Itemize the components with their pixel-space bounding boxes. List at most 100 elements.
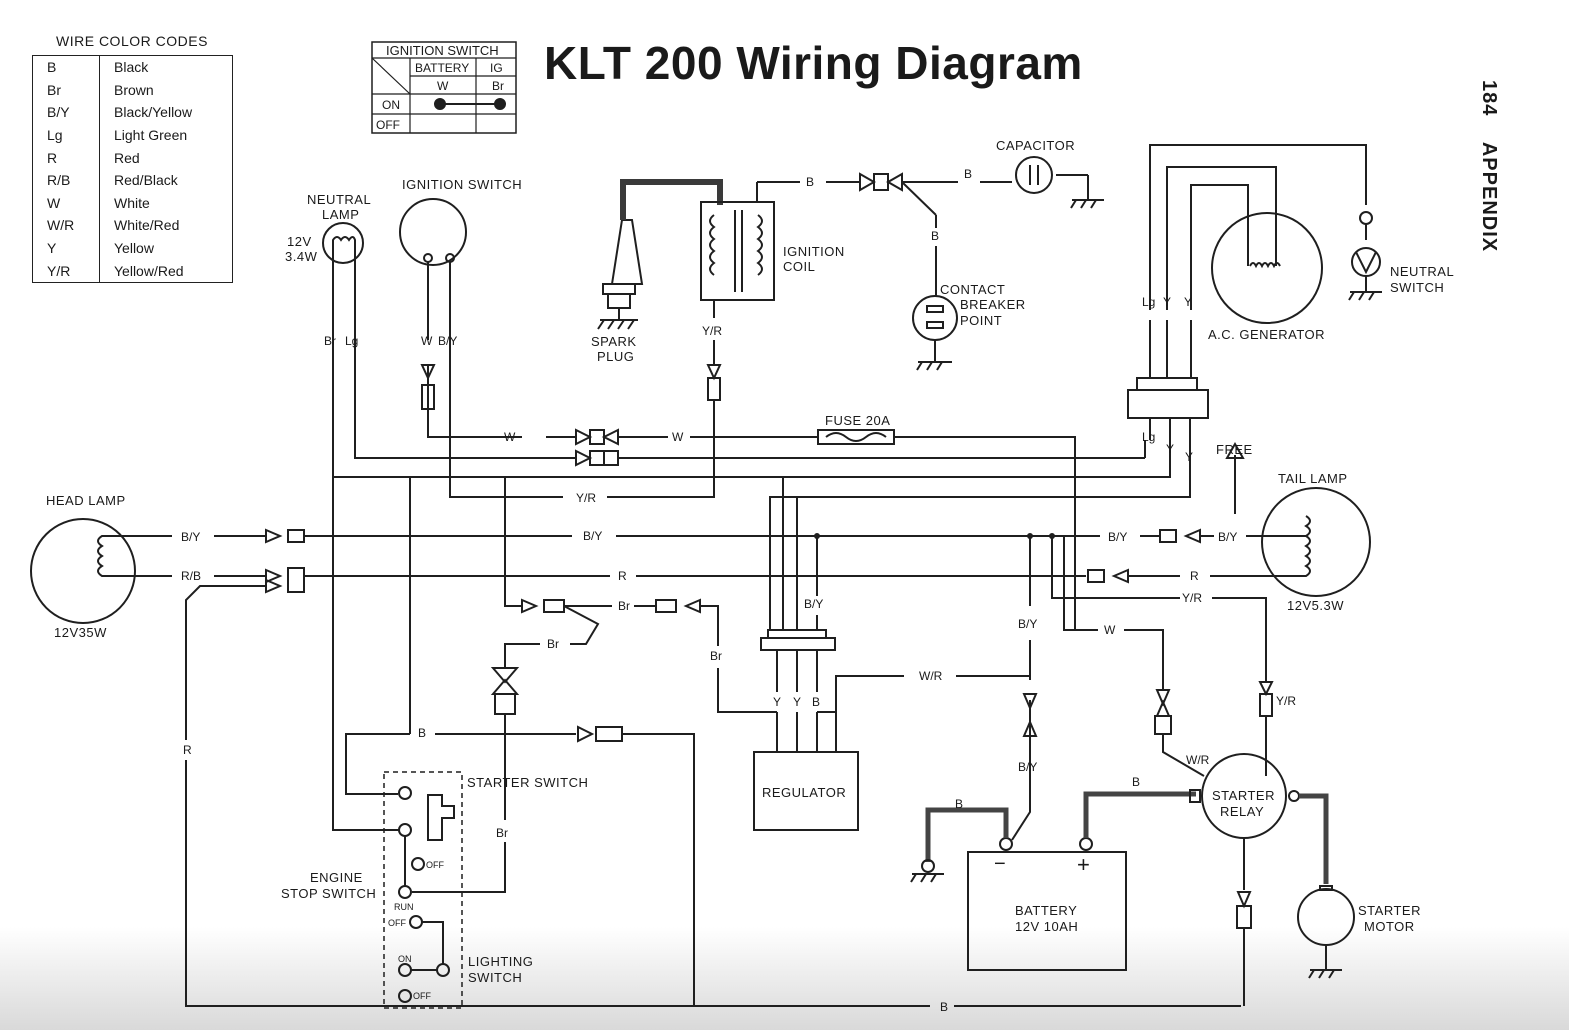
- starter-relay-label-line2: RELAY: [1220, 804, 1264, 819]
- lighting-on: ON: [398, 954, 412, 964]
- ignition-switch-symbol: [399, 198, 467, 340]
- fuse-label: FUSE 20A: [825, 413, 890, 428]
- ignition-coil-label-line1: IGNITION: [783, 244, 845, 259]
- wire-label: W: [1104, 623, 1116, 637]
- battery-negative: −: [994, 853, 1006, 875]
- spark-plug-symbol: [597, 179, 723, 330]
- neutral-lamp-label-line1: NEUTRAL: [307, 192, 371, 207]
- wire-color: Yellow/Red: [114, 262, 184, 279]
- wire-label: Y: [1185, 450, 1193, 464]
- battery-positive: +: [1077, 852, 1090, 877]
- starter-relay-symbol: [1154, 689, 1329, 1006]
- lighting-off: OFF: [388, 918, 406, 928]
- wire-code: B: [32, 55, 100, 79]
- ignition-table-row-on: ON: [382, 98, 400, 112]
- wire-label: B: [940, 1000, 948, 1014]
- wire-label: Y/R: [576, 491, 596, 505]
- wire-code: B/Y: [32, 101, 100, 124]
- wire-code-row: B Black: [32, 55, 233, 79]
- starter-motor-symbol: [1297, 885, 1355, 979]
- wire-code-row: Y/R Yellow/Red: [32, 259, 233, 283]
- wire-color: Red: [114, 149, 140, 166]
- wire-label: Lg: [1142, 295, 1155, 309]
- wire-code: W/R: [32, 214, 100, 237]
- wire-color: Light Green: [114, 127, 188, 144]
- wire-label: B/Y: [1018, 617, 1037, 631]
- fuse-symbol: [817, 429, 895, 445]
- neutral-switch-label-line2: SWITCH: [1390, 280, 1444, 295]
- lighting-switch-label-line2: SWITCH: [468, 970, 522, 985]
- contact-breaker-label-line2: BREAKER: [960, 297, 1026, 312]
- wire-code: Br: [32, 78, 100, 102]
- wire-code: Y/R: [32, 259, 100, 283]
- battery-symbol: [910, 700, 1196, 971]
- wire-color: White/Red: [114, 217, 180, 234]
- wire-label: B: [806, 175, 814, 189]
- wire-label: Y/R: [1276, 694, 1296, 708]
- head-lamp-symbol: [30, 518, 1241, 1007]
- wire-label: B/Y: [1018, 760, 1037, 774]
- ignition-coil-symbol: [700, 181, 800, 318]
- wire-label: Lg: [345, 334, 358, 348]
- ignition-table-wire-w: W: [437, 79, 449, 93]
- wire-code: R/B: [32, 168, 100, 192]
- wire-code: Y: [32, 236, 100, 260]
- ignition-table-row-off: OFF: [376, 118, 400, 132]
- battery-label: BATTERY: [1015, 903, 1077, 918]
- wire-color-codes-heading: WIRE COLOR CODES: [56, 33, 208, 49]
- wire-label: B/Y: [583, 529, 602, 543]
- neutral-switch-symbol: [1348, 211, 1382, 301]
- ignition-table-wire-br: Br: [492, 79, 504, 93]
- neutral-lamp-rating-1: 12V: [287, 234, 312, 249]
- wire-label: B/Y: [804, 597, 823, 611]
- regulator-label: REGULATOR: [762, 785, 846, 800]
- contact-breaker-label-line3: POINT: [960, 313, 1002, 328]
- head-lamp-rating: 12V35W: [54, 625, 107, 640]
- starter-motor-label-line1: STARTER: [1358, 903, 1421, 918]
- wire-label: B: [955, 797, 963, 811]
- wire-label: B/Y: [181, 530, 200, 544]
- wire-label: B: [931, 229, 939, 243]
- contact-breaker-label-line1: CONTACT: [940, 282, 1005, 297]
- switch-box: [332, 477, 695, 1009]
- neutral-lamp-label-line2: LAMP: [322, 207, 359, 222]
- wire-label: R/B: [181, 569, 201, 583]
- wire-label: B: [812, 695, 820, 709]
- wire-label: Br: [324, 334, 336, 348]
- starter-relay-label-line1: STARTER: [1212, 788, 1275, 803]
- wire-label: R: [618, 569, 627, 583]
- wire-label: B/Y: [1218, 530, 1237, 544]
- wire-label: Br: [496, 826, 508, 840]
- wire-label: Y: [1163, 295, 1171, 309]
- wire-label: Y: [773, 695, 781, 709]
- wire-code: Lg: [32, 123, 100, 147]
- wire-label: Lg: [1142, 430, 1155, 444]
- head-lamp-label: HEAD LAMP: [46, 493, 126, 508]
- neutral-lamp-symbol: [322, 222, 364, 340]
- wire-color: Black: [114, 59, 149, 76]
- wire-label: R: [183, 743, 192, 757]
- free-label: FREE: [1216, 442, 1253, 457]
- harness-wires: [332, 340, 1191, 630]
- ignition-table-heading: IGNITION SWITCH: [386, 43, 499, 58]
- wire-label: W/R: [919, 669, 943, 683]
- wire-label: B: [1132, 775, 1140, 789]
- brown-wire: [490, 497, 777, 734]
- wire-code-row: W/R White/Red: [32, 214, 233, 237]
- ac-generator-symbol: [1127, 144, 1367, 452]
- regulator-symbol: [753, 477, 1030, 831]
- page-title: KLT 200 Wiring Diagram: [544, 37, 1083, 89]
- engine-stop-off: OFF: [426, 860, 444, 870]
- ignition-coil-label-line2: COIL: [783, 259, 815, 274]
- contact-breaker-symbol: [912, 295, 958, 371]
- capacitor-circuit: [826, 156, 1104, 296]
- wire-label: Br: [710, 649, 722, 663]
- wire-label: B: [964, 167, 972, 181]
